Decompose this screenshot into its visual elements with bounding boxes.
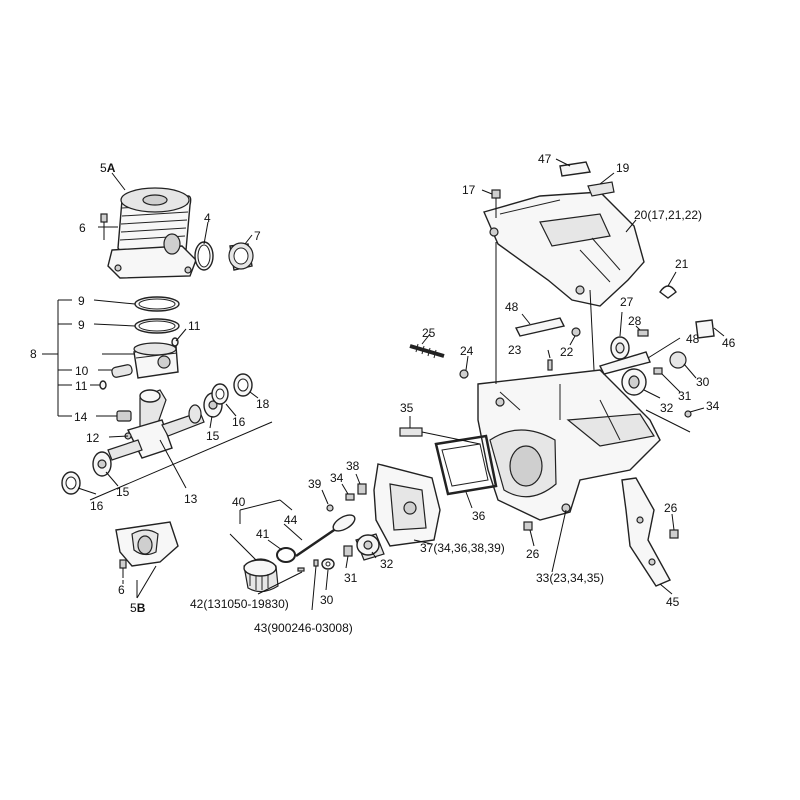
callout-9b: 9 — [78, 318, 85, 332]
callout-12: 12 — [86, 431, 100, 445]
callout-9a: 9 — [78, 294, 85, 308]
callout-31b: 31 — [344, 571, 358, 585]
callout-5a: 5A — [100, 161, 116, 175]
callout-26a: 26 — [526, 547, 540, 561]
callout-6b: 6 — [118, 583, 125, 597]
bolt-28 — [637, 329, 649, 337]
callout-30b: 30 — [320, 593, 334, 607]
callout-17: 17 — [462, 183, 476, 197]
callout-39: 39 — [308, 477, 322, 491]
cylinder — [107, 187, 197, 279]
circlips — [99, 337, 179, 390]
callout-28: 28 — [628, 314, 642, 328]
callout-26b: 26 — [664, 501, 678, 515]
oil-seals — [61, 373, 253, 495]
callout-42: 42(131050-19830) — [190, 597, 289, 611]
crankcase-half — [115, 521, 179, 567]
callout-15b: 15 — [116, 485, 130, 499]
bracket-plate-48b — [599, 351, 651, 375]
cylinder-gasket-ring — [194, 241, 214, 271]
callout-34b: 34 — [330, 471, 344, 485]
nut-24 — [459, 369, 469, 379]
callout-4: 4 — [204, 211, 211, 225]
callout-46: 46 — [722, 336, 736, 350]
callout-6a: 6 — [79, 221, 86, 235]
callout-20: 20(17,21,22) — [634, 208, 702, 222]
callout-5b: 5B — [130, 601, 146, 615]
side-cover — [373, 463, 441, 547]
callout-7: 7 — [254, 229, 261, 243]
callout-48a: 48 — [505, 300, 519, 314]
crankcase-gasket — [434, 434, 498, 496]
callout-37: 37(34,36,38,39) — [420, 541, 505, 555]
callout-27: 27 — [620, 295, 634, 309]
callout-labels: 5A 6 4 7 9 9 11 8 10 11 14 12 18 16 15 1… — [30, 152, 736, 635]
callout-43: 43(900246-03008) — [254, 621, 353, 635]
callout-13: 13 — [184, 492, 198, 506]
av-rubber-left — [355, 533, 385, 561]
callout-14: 14 — [74, 410, 88, 424]
callout-15a: 15 — [206, 429, 220, 443]
crankshaft — [107, 389, 205, 461]
intake-boot — [228, 242, 254, 271]
cover-clip — [659, 285, 677, 299]
callout-24: 24 — [460, 344, 474, 358]
callout-25: 25 — [422, 326, 436, 340]
chain-guide-bracket — [621, 477, 671, 587]
bolt-26 — [523, 521, 679, 539]
callout-10: 10 — [75, 364, 89, 378]
main-crankcase — [477, 369, 661, 521]
cylinder-screw — [100, 213, 108, 240]
callout-35: 35 — [400, 401, 414, 415]
nut-22 — [571, 327, 581, 337]
callout-32b: 32 — [380, 557, 394, 571]
o-ring — [276, 547, 296, 563]
top-cover — [483, 191, 645, 307]
pin-35 — [399, 427, 423, 437]
oil-pump-shaft — [295, 514, 356, 558]
callout-23: 23 — [508, 343, 522, 357]
pin-23 — [547, 359, 553, 371]
callout-41: 41 — [256, 527, 270, 541]
piston-pin — [111, 364, 133, 378]
callout-11b: 11 — [75, 379, 88, 393]
oil-pump-gear — [243, 558, 279, 593]
callout-33: 33(23,34,35) — [536, 571, 604, 585]
callout-18: 18 — [256, 397, 270, 411]
callout-11a: 11 — [188, 319, 201, 333]
adjuster-screws — [321, 483, 367, 570]
leader-lines — [42, 158, 725, 611]
labels-decal — [559, 161, 715, 339]
piston-rings — [134, 296, 180, 334]
callout-32a: 32 — [660, 401, 674, 415]
bolt-25 — [409, 343, 445, 359]
callout-36: 36 — [472, 509, 486, 523]
piston — [133, 342, 179, 379]
callout-40: 40 — [232, 495, 246, 509]
callout-31a: 31 — [678, 389, 692, 403]
callout-38: 38 — [346, 459, 360, 473]
needle-bearing — [116, 410, 132, 422]
callout-16b: 16 — [90, 499, 104, 513]
callout-48b: 48 — [686, 332, 700, 346]
callout-16a: 16 — [232, 415, 246, 429]
callout-30a: 30 — [696, 375, 710, 389]
callout-45: 45 — [666, 595, 680, 609]
callout-34a: 34 — [706, 399, 720, 413]
callout-47: 47 — [538, 152, 552, 166]
av-rubber-right — [621, 351, 692, 418]
small-pins — [297, 504, 334, 572]
callout-8: 8 — [30, 347, 37, 361]
crankcase-screw — [119, 559, 127, 578]
callout-21: 21 — [675, 257, 689, 271]
callout-19: 19 — [616, 161, 630, 175]
callout-22: 22 — [560, 345, 574, 359]
callout-44: 44 — [284, 513, 298, 527]
av-spring-27 — [610, 336, 630, 360]
bracket-plate-48a — [514, 317, 566, 337]
